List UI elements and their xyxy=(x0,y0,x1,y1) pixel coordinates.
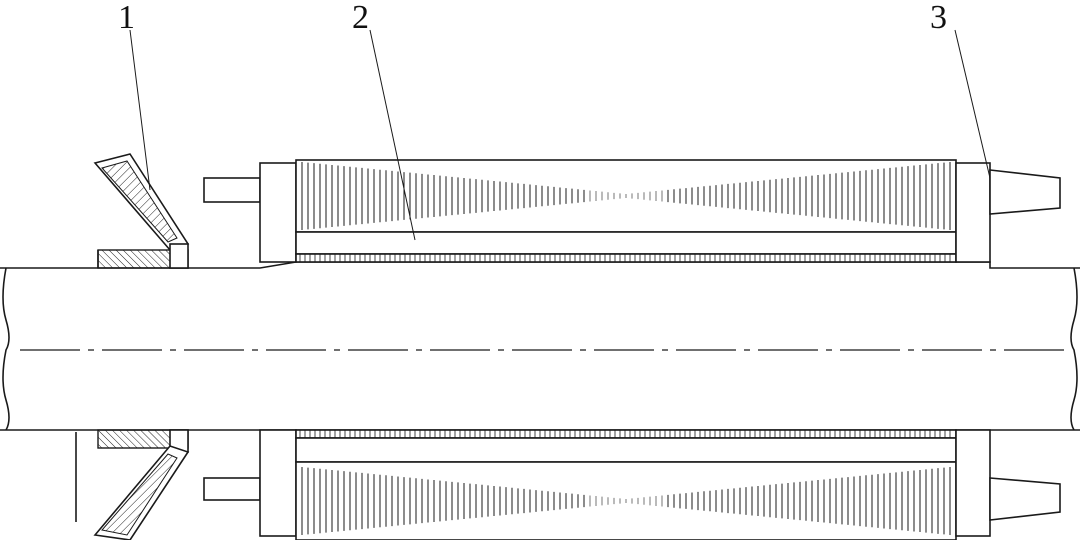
left-end-ring-bottom xyxy=(259,429,297,537)
callout-3: 3 xyxy=(930,0,947,36)
callout-1: 1 xyxy=(118,0,135,36)
core-bar-top xyxy=(295,231,957,255)
right-stub-top xyxy=(989,169,1061,215)
shaft-break-right xyxy=(1070,267,1078,431)
teeth-lines-top xyxy=(299,254,951,262)
leader-line-2 xyxy=(369,29,416,241)
teeth-lines-bottom xyxy=(299,430,951,438)
impeller-bottom xyxy=(75,429,190,540)
callout-2: 2 xyxy=(352,0,369,36)
right-end-ring-bottom xyxy=(955,429,991,537)
rotor-bottom xyxy=(203,429,1061,540)
right-end-ring-top xyxy=(955,162,991,263)
core-bar-bottom xyxy=(295,437,957,463)
impeller-top xyxy=(93,153,190,269)
shaft xyxy=(0,261,1080,431)
lamination-lines-bottom xyxy=(301,467,951,535)
right-stub-bottom xyxy=(989,477,1061,521)
left-stub-bottom xyxy=(203,477,261,501)
left-end-ring-top xyxy=(259,162,297,263)
shaft-break-left xyxy=(2,267,10,431)
rotor-top xyxy=(203,159,1061,263)
lamination-lines-top xyxy=(301,162,951,230)
left-stub-top xyxy=(203,177,261,203)
leader-line-1 xyxy=(129,29,151,191)
leader-line-3 xyxy=(954,29,991,179)
